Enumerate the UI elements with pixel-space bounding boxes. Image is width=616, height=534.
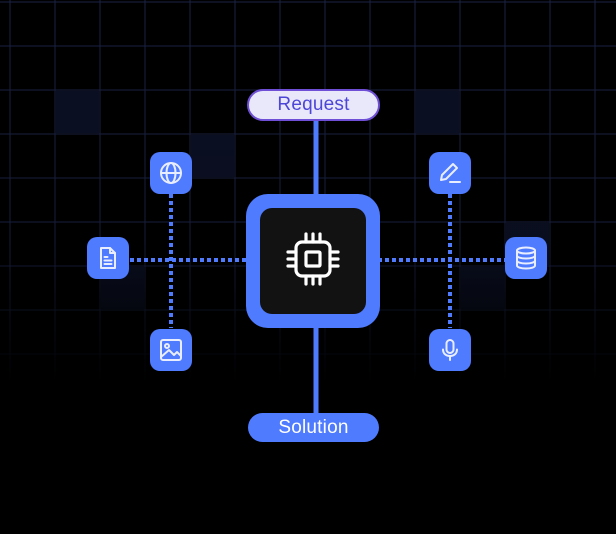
globe-icon — [158, 160, 184, 186]
database-node[interactable] — [505, 237, 547, 279]
microphone-icon — [437, 337, 463, 363]
globe-node[interactable] — [150, 152, 192, 194]
pen-node[interactable] — [429, 152, 471, 194]
microphone-node[interactable] — [429, 329, 471, 371]
solution-label: Solution — [278, 416, 349, 438]
database-icon — [513, 245, 539, 271]
processor-chip-core — [260, 208, 366, 314]
document-icon — [95, 245, 121, 271]
document-node[interactable] — [87, 237, 129, 279]
cpu-chip-icon — [283, 229, 343, 294]
image-icon — [158, 337, 184, 363]
request-label: Request — [277, 94, 350, 115]
pen-icon — [437, 160, 463, 186]
image-node[interactable] — [150, 329, 192, 371]
processor-chip[interactable] — [246, 194, 380, 328]
request-pill[interactable]: Request — [247, 89, 380, 121]
solution-pill[interactable]: Solution — [248, 413, 379, 442]
